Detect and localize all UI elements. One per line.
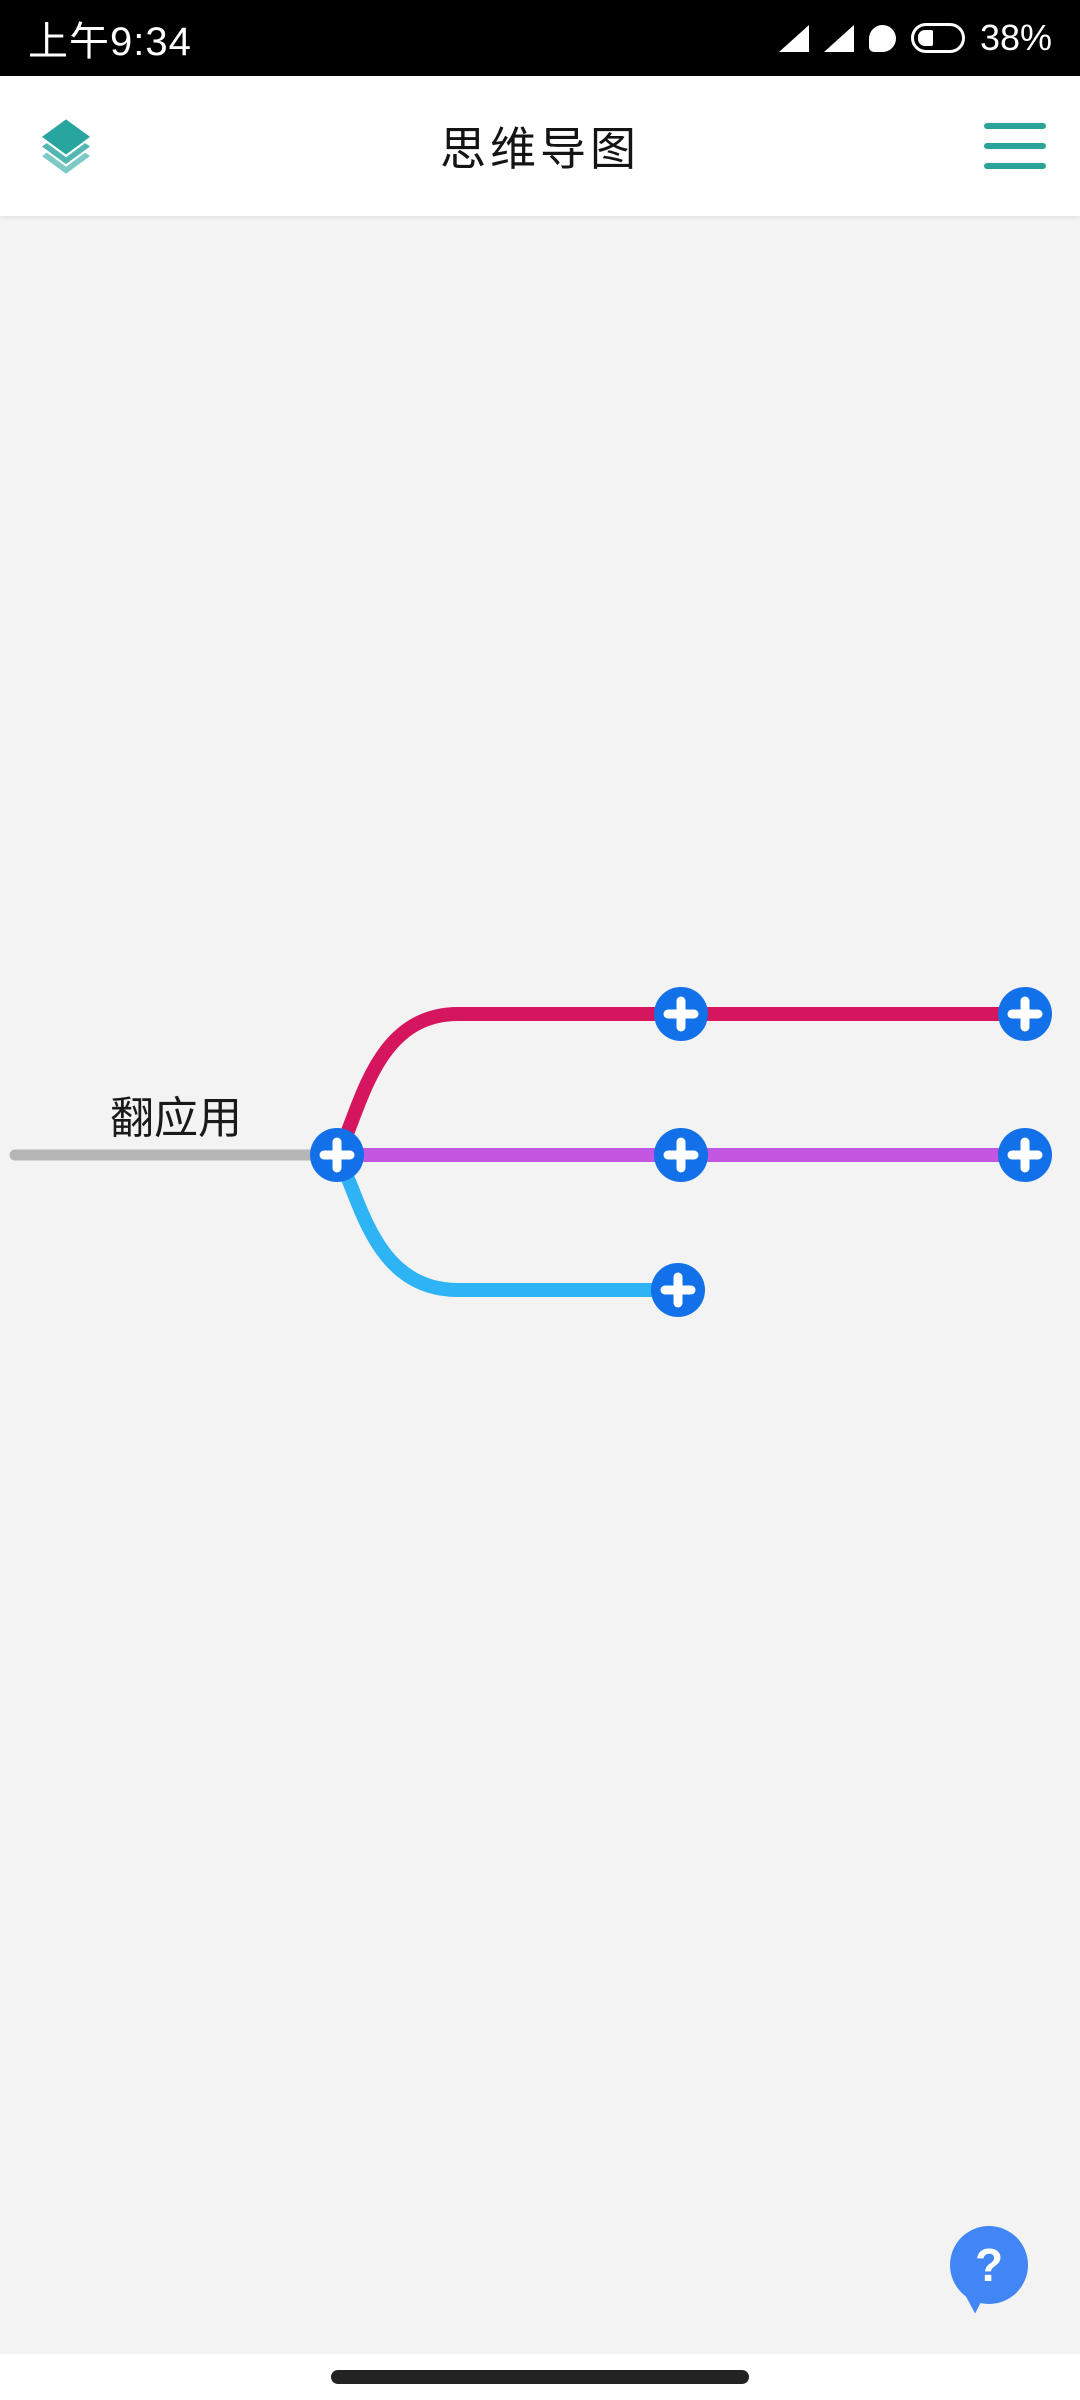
notification-icon [868, 24, 896, 52]
add-node-button-bottom-end[interactable] [651, 1263, 705, 1317]
layers-icon [42, 119, 90, 174]
root-node-label[interactable]: 翻应用 [110, 1094, 242, 1143]
signal-icon [778, 24, 809, 52]
add-node-button-root[interactable] [310, 1128, 364, 1182]
battery-icon [910, 23, 965, 53]
app-bar: 思维导图 [0, 76, 1080, 216]
battery-fill [917, 30, 934, 46]
branch-bottom [330, 1148, 685, 1297]
home-indicator[interactable] [331, 2370, 749, 2384]
mindmap-canvas[interactable]: 翻应用 ? [0, 216, 1080, 2400]
help-label: ? [974, 2239, 1004, 2291]
status-time: 上午9:34 [28, 20, 192, 64]
menu-icon [984, 123, 1046, 129]
add-node-button-middle-end[interactable] [998, 1128, 1052, 1182]
page-title: 思维导图 [440, 123, 640, 175]
gesture-area [0, 2354, 1080, 2400]
help-button[interactable]: ? [950, 2226, 1028, 2304]
menu-icon [984, 163, 1046, 169]
menu-icon [984, 143, 1046, 149]
signal-icon-2 [823, 24, 854, 52]
menu-button[interactable] [984, 123, 1046, 169]
add-node-button-top-mid[interactable] [654, 987, 708, 1041]
add-node-button-middle-mid[interactable] [654, 1128, 708, 1182]
add-node-button-top-end[interactable] [998, 987, 1052, 1041]
battery-percent: 38% [979, 17, 1052, 58]
layers-button[interactable] [34, 114, 98, 178]
status-icons: 38% [778, 17, 1052, 59]
status-bar: 上午9:34 38% [0, 0, 1080, 76]
mindmap-svg [9, 987, 1052, 1317]
